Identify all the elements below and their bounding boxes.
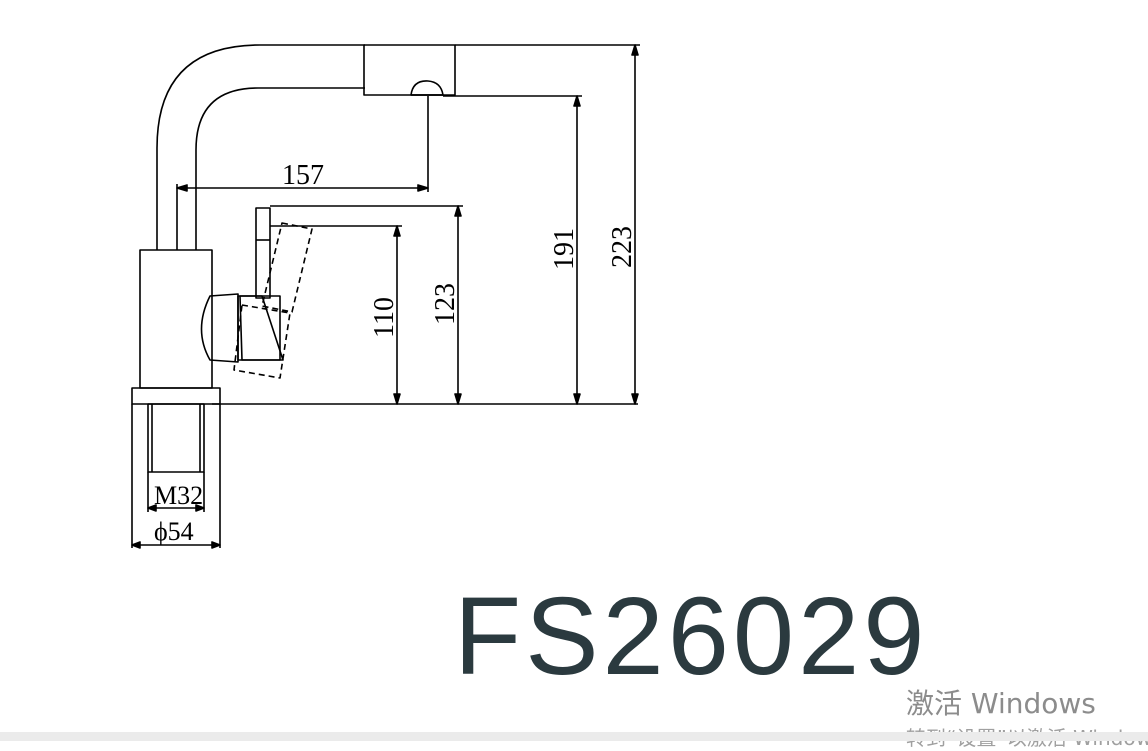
handle-lever xyxy=(255,207,271,299)
dimension-outlet-height-label: 191 xyxy=(549,228,580,270)
dimension-total-height-label: 223 xyxy=(607,226,638,268)
dimension-handle-height-label: 110 xyxy=(369,297,400,338)
faucet-body xyxy=(139,249,213,389)
spout-inner-curve xyxy=(195,87,365,250)
handle-hub xyxy=(200,293,239,363)
mounting-shank xyxy=(147,403,205,473)
model-number: FS26029 xyxy=(454,575,929,698)
dimension-thread-label: M32 xyxy=(154,481,203,510)
spout-outer-curve xyxy=(156,44,365,250)
dimension-reach-label: 157 xyxy=(282,160,324,191)
dimension-base-diameter-label: ϕ54 xyxy=(154,517,194,546)
dimension-body-height-label: 123 xyxy=(430,283,461,325)
mounting-base xyxy=(131,387,221,405)
spray-head xyxy=(363,44,456,96)
spray-nozzle xyxy=(410,80,444,96)
activation-watermark-title: 激活 Windows xyxy=(906,687,1096,720)
handle-rotated-dashed xyxy=(233,222,313,379)
bottom-scroll-strip xyxy=(0,732,1148,741)
